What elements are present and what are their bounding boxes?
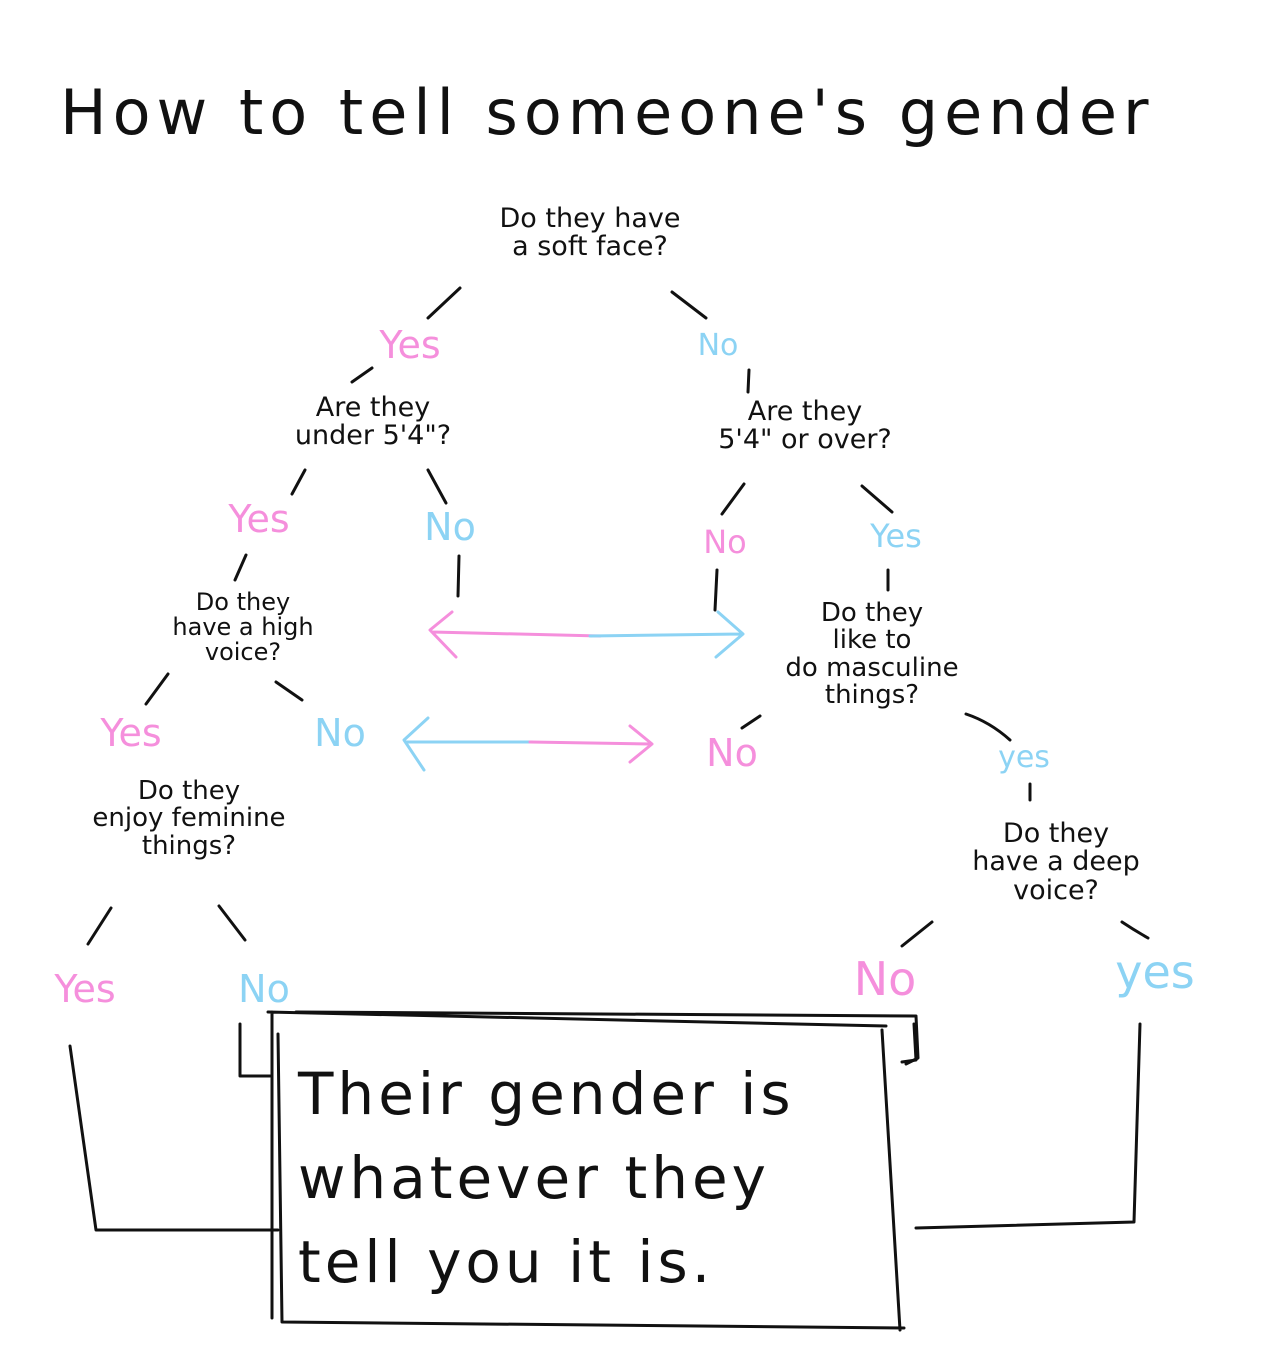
edge-fem-yes [86,906,113,946]
answer-no-5: No [706,731,758,775]
connector-yes6-to-box [68,1044,280,1232]
question-feminine: Do they enjoy feminine things? [92,776,286,861]
edge-under-no [426,468,448,505]
answer-yes-4: Yes [100,711,162,755]
answer-yes-3: Yes [870,517,922,555]
edge-yes1-q [350,366,374,384]
question-54-or-over: Are they 5'4" or over? [718,396,892,456]
edge-yes2-q [233,553,248,582]
answer-no-1: No [697,328,739,363]
answer-yes-5: yes [998,740,1050,775]
edge-fem-no [217,904,247,942]
answer-yes-6: Yes [54,967,116,1011]
connector-yes7-to-box [914,1022,1142,1230]
edge-root-yes [426,286,462,320]
result-line-2: whatever they [298,1144,770,1212]
edge-voice-yes [144,672,170,706]
connector-no6-to-box [238,1022,272,1078]
edge-no2-down [456,554,461,598]
question-masculine: Do they like to do masculine things? [785,598,959,710]
edge-deep-no [900,920,934,948]
edge-over-no [720,482,746,516]
result-box-outline [266,1010,920,1332]
edge-under-yes [290,468,307,496]
edge-masc-no [740,714,762,730]
question-soft-face: Do they have a soft face? [499,203,681,263]
question-under-54: Are they under 5'4"? [294,392,452,452]
answer-no-6: No [238,967,290,1011]
answer-yes-1: Yes [379,323,441,367]
edge-over-yes [860,484,894,514]
arrow-row1-blue [588,610,745,659]
edge-no1-q [746,368,751,394]
diagram-title: How to tell someone's gender [60,76,1155,149]
arrow-row2-pink [528,724,654,764]
edge-voice-no [274,680,304,702]
question-deep-voice: Do they have a deep voice? [972,818,1140,906]
answer-no-7: No [853,952,917,1006]
edge-no3-down [713,568,719,612]
result-box: Their gender is whatever they tell you i… [280,1036,880,1316]
result-line-3: tell you it is. [298,1228,715,1296]
answer-yes-7: yes [1115,945,1195,999]
answer-no-3: No [703,523,747,561]
arrow-row2-blue [402,716,534,772]
edge-root-no [670,290,708,320]
edge-deep-yes [1120,920,1150,940]
answer-no-2: No [424,505,476,549]
question-high-voice: Do they have a high voice? [172,588,314,667]
result-line-1: Their gender is [298,1060,795,1128]
connector-no7-to-box [900,1022,918,1064]
answer-no-4: No [314,711,366,755]
arrow-row1-pink [428,610,602,659]
edge-masc-yes [964,712,1012,742]
answer-yes-2: Yes [228,497,290,541]
